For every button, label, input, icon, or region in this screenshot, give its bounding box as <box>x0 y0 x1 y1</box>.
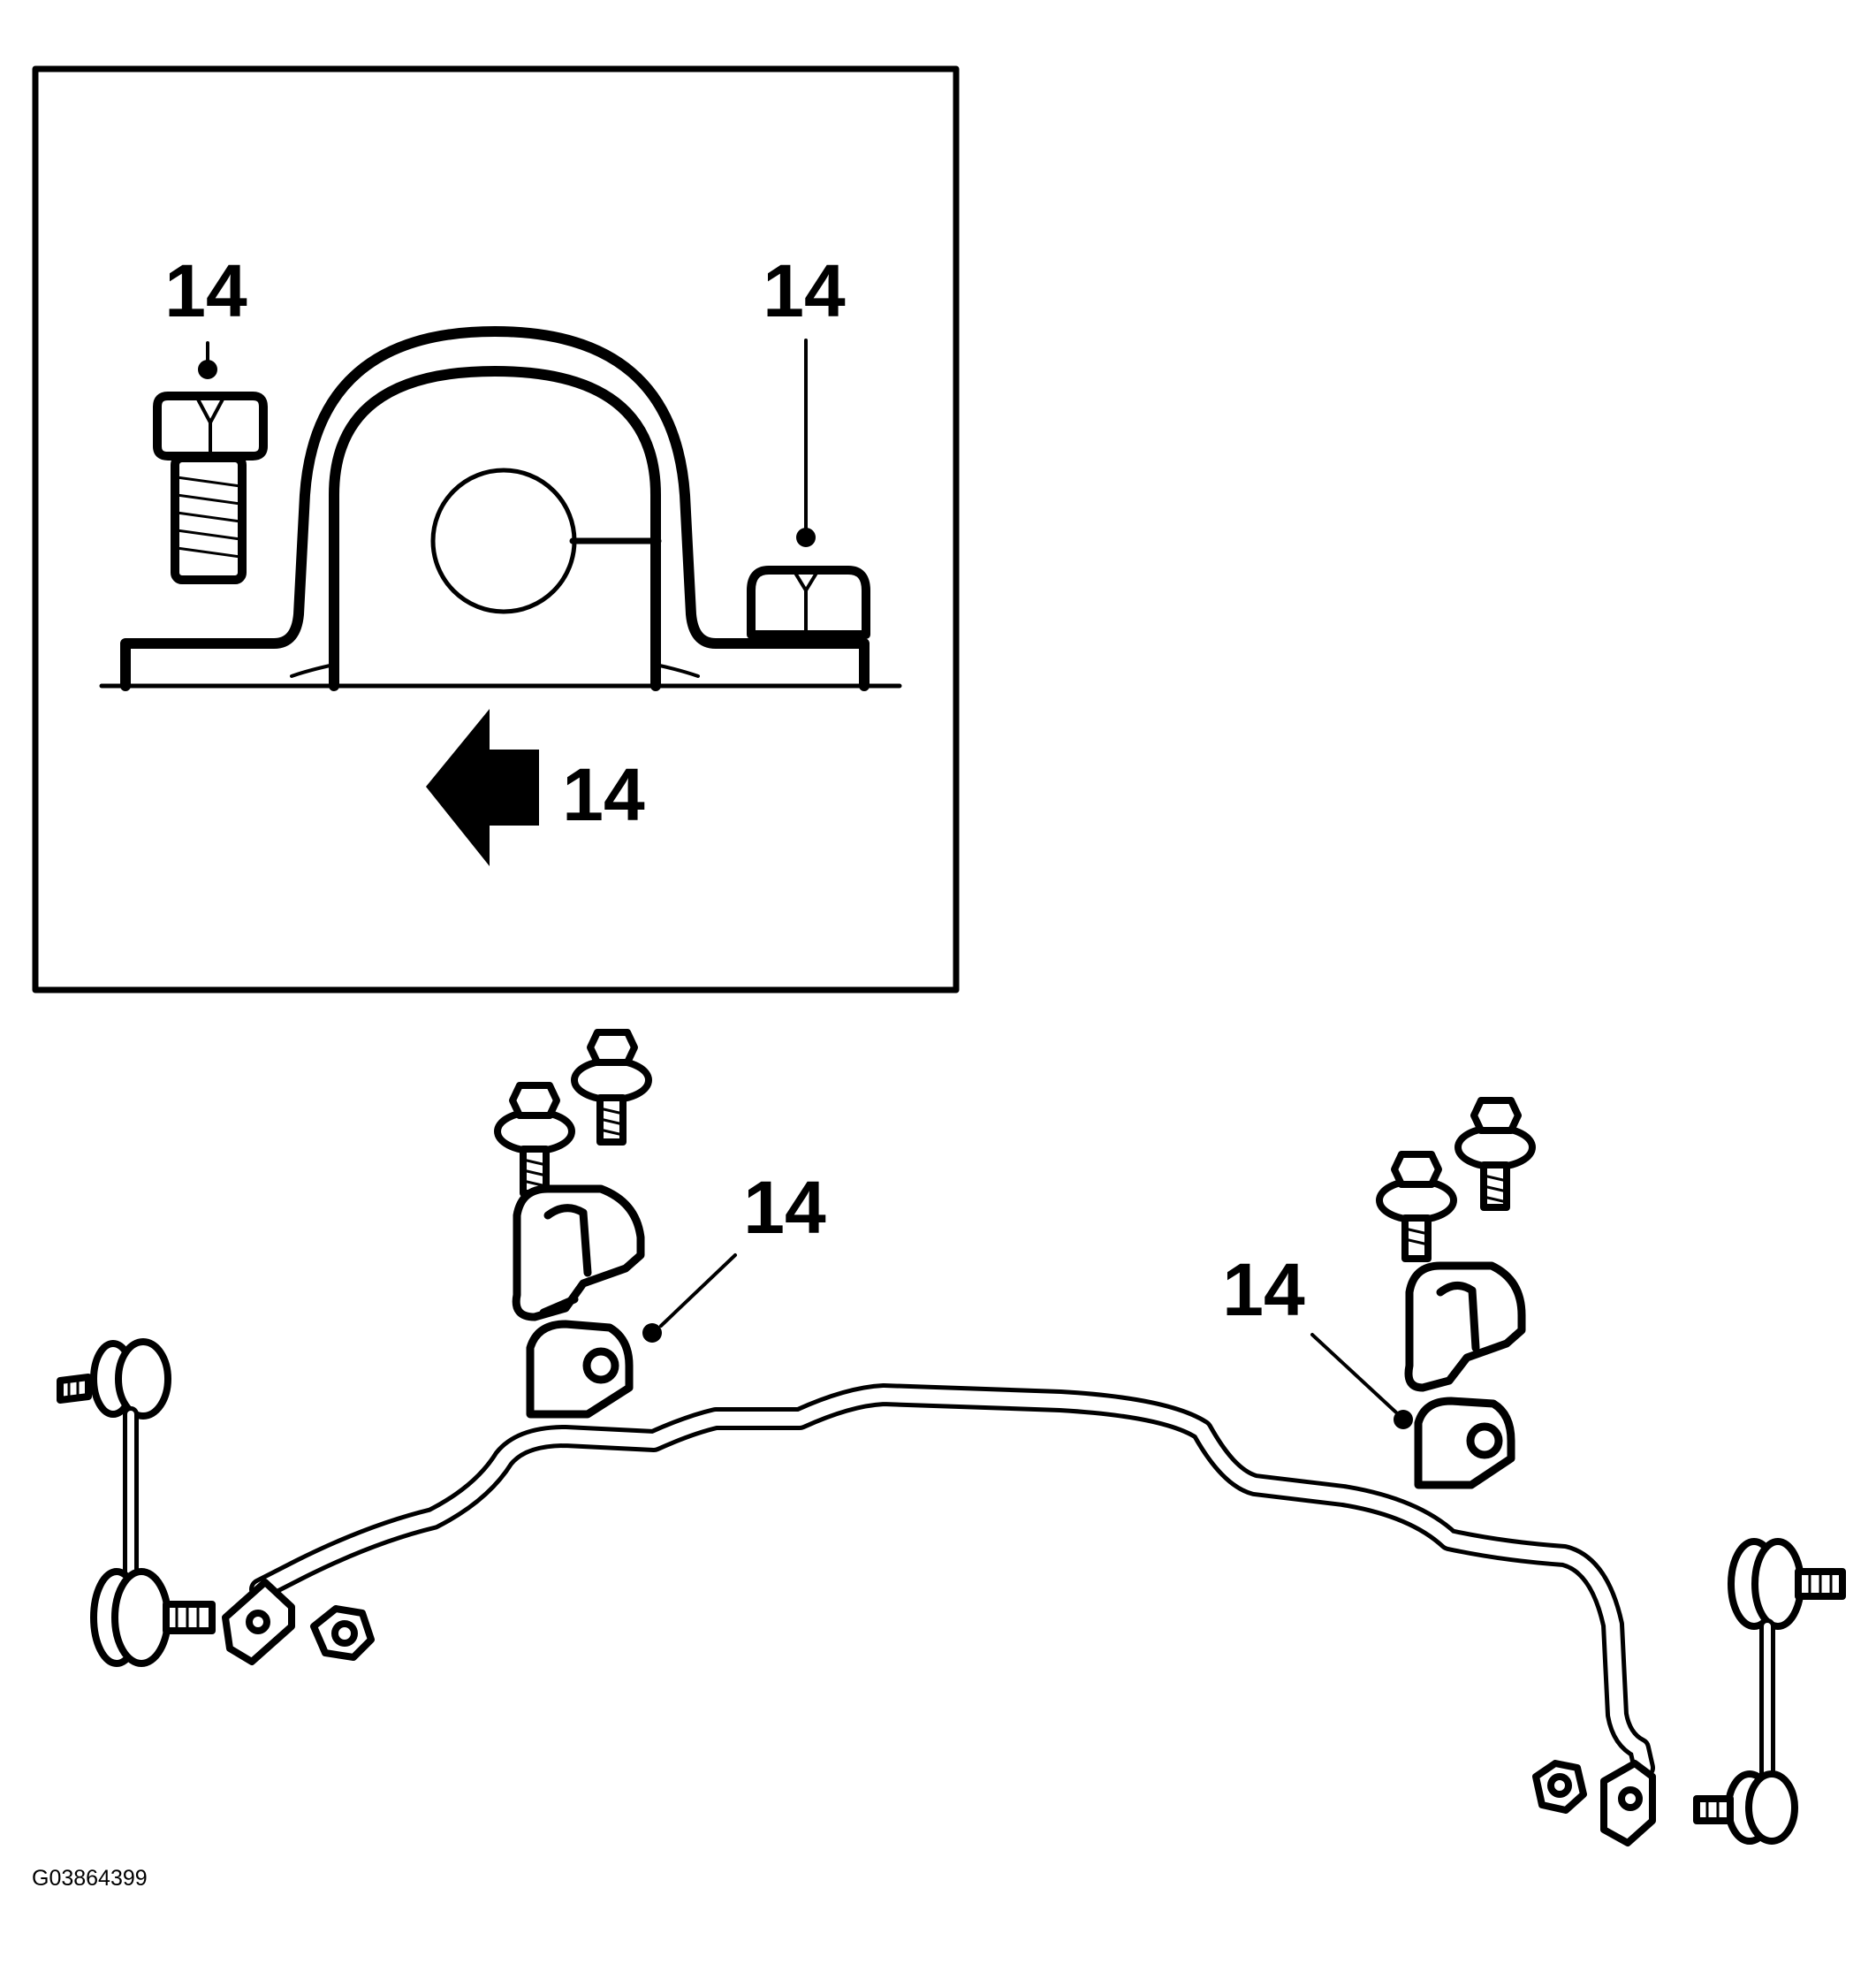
nut-left-link-icon <box>310 1605 375 1661</box>
stabilizer-bar <box>249 1383 1655 1779</box>
bushing-outline <box>329 366 661 691</box>
detail-inset <box>32 65 960 993</box>
nut-right-link-icon <box>1532 1760 1587 1814</box>
torque-label-right-bracket: 14 <box>1222 1248 1305 1331</box>
torque-label-left-bracket: 14 <box>743 1166 826 1249</box>
bracket-bolt-left-1-icon <box>494 1082 575 1197</box>
leader-bushing-left <box>659 1253 737 1328</box>
bracket-bolt-right-2-icon <box>1454 1097 1536 1211</box>
stabilizer-bar-section <box>430 468 577 614</box>
leader-dot-bolt <box>198 360 217 379</box>
torque-label-inset-arrow: 14 <box>562 753 645 836</box>
figure-id: G03864399 <box>32 1866 148 1891</box>
bushing-flare-right <box>654 663 700 678</box>
bracket-left <box>512 1184 645 1321</box>
torque-label-inset-bolt: 14 <box>164 249 247 332</box>
bushing-right <box>1414 1397 1515 1489</box>
bracket-bolt-right-1-icon <box>1376 1151 1457 1262</box>
exploded-view <box>57 1029 1846 1846</box>
bushing-flare-left <box>290 663 336 678</box>
inset-frame <box>32 65 960 993</box>
bracket-outline <box>120 326 870 691</box>
leader-bushing-right <box>1310 1333 1398 1414</box>
bushing-left <box>526 1320 634 1419</box>
bracket-right <box>1404 1261 1526 1392</box>
bolt-icon <box>153 392 268 584</box>
stabilizer-link-left <box>57 1338 216 1667</box>
torque-label-inset-nut: 14 <box>763 249 846 332</box>
bar-end-eye-left <box>222 1579 295 1665</box>
direction-arrow-icon <box>426 709 539 866</box>
leader-dot-bushing-left <box>642 1323 662 1343</box>
stabilizer-link-right <box>1693 1538 1846 1845</box>
leader-dot-nut <box>796 528 816 547</box>
nut-icon <box>747 566 870 642</box>
bracket-bolt-left-2-icon <box>571 1029 652 1146</box>
leader-dot-bushing-right <box>1394 1410 1413 1429</box>
bar-end-eye-right <box>1600 1760 1656 1846</box>
